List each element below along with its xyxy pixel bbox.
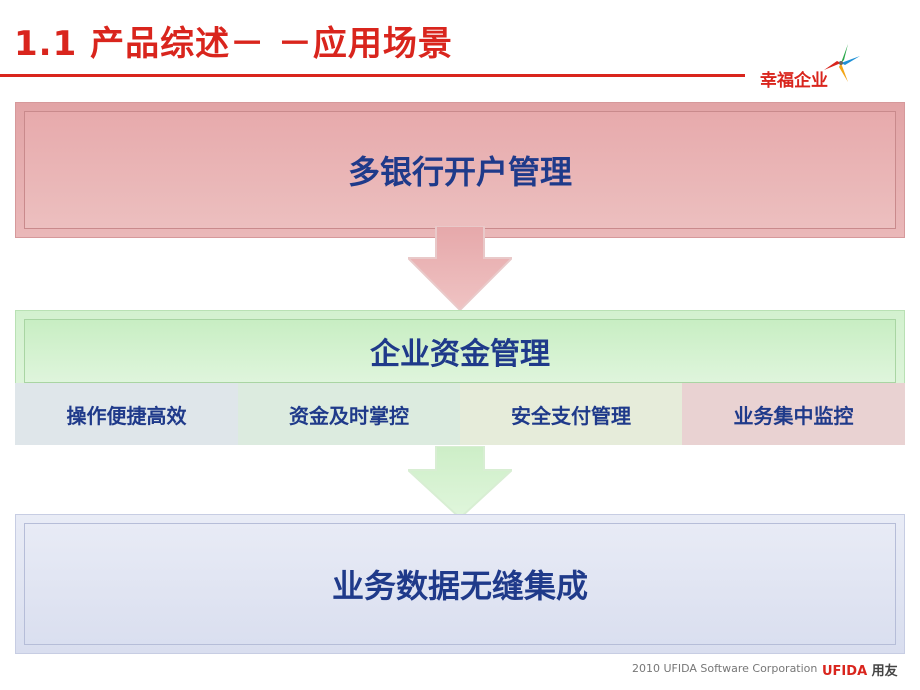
data-integration-inner: 业务数据无缝集成 [24,523,896,645]
multi-bank-account-inner: 多银行开户管理 [24,111,896,229]
multi-bank-account-label: 多银行开户管理 [347,153,572,191]
multi-bank-account-box: 多银行开户管理 [15,102,905,238]
ufida-logo-text: UFIDA [822,664,868,679]
footer-copyright: 2010 UFIDA Software Corporation [632,662,818,675]
feature-centralized-monitor: 业务集中监控 [682,383,905,445]
down-arrow-icon [408,446,512,518]
data-integration-label: 业务数据无缝集成 [331,567,588,605]
enterprise-fund-label: 企业资金管理 [370,337,550,372]
feature-secure-payment: 安全支付管理 [460,383,682,445]
ufida-logo-zh: 用友 [871,664,898,679]
brand-text: 幸福企业 [760,71,828,91]
data-integration-box: 业务数据无缝集成 [15,514,905,654]
pinwheel-logo-icon [824,44,860,82]
slide-title: 1.1 产品综述－ －应用场景 [14,24,453,64]
enterprise-fund-header: 企业资金管理 [24,319,896,383]
footer-logo: UFIDA 用友 [822,660,898,679]
down-arrow-icon [408,226,512,310]
title-divider [0,74,745,77]
feature-easy-operation: 操作便捷高效 [15,383,238,445]
feature-fund-control: 资金及时掌控 [238,383,460,445]
